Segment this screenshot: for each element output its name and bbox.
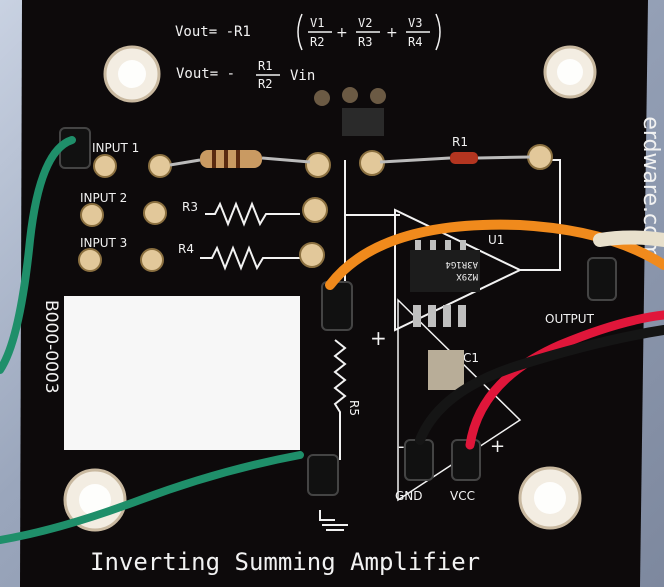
label-input-2: INPUT 2: [80, 191, 127, 205]
formula-term: R2: [258, 77, 272, 91]
label-plus: +: [490, 436, 505, 457]
label-r3: R3: [182, 200, 198, 214]
label-r4: R4: [178, 242, 194, 256]
label-output: OUTPUT: [545, 312, 595, 326]
formula-term: R2: [310, 35, 324, 49]
blank-label: [64, 296, 300, 450]
mounting-holes: [63, 45, 597, 532]
formula-term: R3: [358, 35, 372, 49]
label-vcc: VCC: [450, 489, 475, 503]
svg-text:+: +: [336, 25, 348, 41]
label-input-3: INPUT 3: [80, 236, 127, 250]
label-c1: C1: [463, 351, 479, 365]
formula-2-lhs: Vout= -: [176, 66, 235, 82]
formula-term: Vin: [290, 68, 315, 84]
pads: [78, 144, 553, 272]
formula-term: R4: [408, 35, 422, 49]
chip-marking: M29X: [456, 271, 478, 281]
label-plus: +: [370, 326, 387, 350]
formula-term: V2: [358, 16, 372, 30]
label-minus: -: [398, 436, 405, 457]
label-r5: R5: [347, 400, 361, 416]
op-amp-chip: [410, 250, 480, 292]
chip-marking: A3R1G4: [445, 259, 478, 269]
formula-term: V1: [310, 16, 324, 30]
label-r1: R1: [452, 135, 468, 149]
part-number: B000-0003: [41, 300, 61, 394]
formula-term: R1: [258, 59, 272, 73]
formula-1-lhs: Vout= -R1: [175, 24, 251, 40]
formula-term: V3: [408, 16, 422, 30]
capacitor-c1: [428, 350, 464, 390]
label-input-1: INPUT 1: [92, 141, 139, 155]
resistor-r1: [450, 152, 478, 164]
label-gnd: GND: [395, 489, 423, 503]
resistor-r2: [200, 150, 262, 168]
board-title: Inverting Summing Amplifier: [90, 548, 480, 576]
label-u1: U1: [488, 233, 504, 247]
svg-text:+: +: [386, 25, 398, 41]
